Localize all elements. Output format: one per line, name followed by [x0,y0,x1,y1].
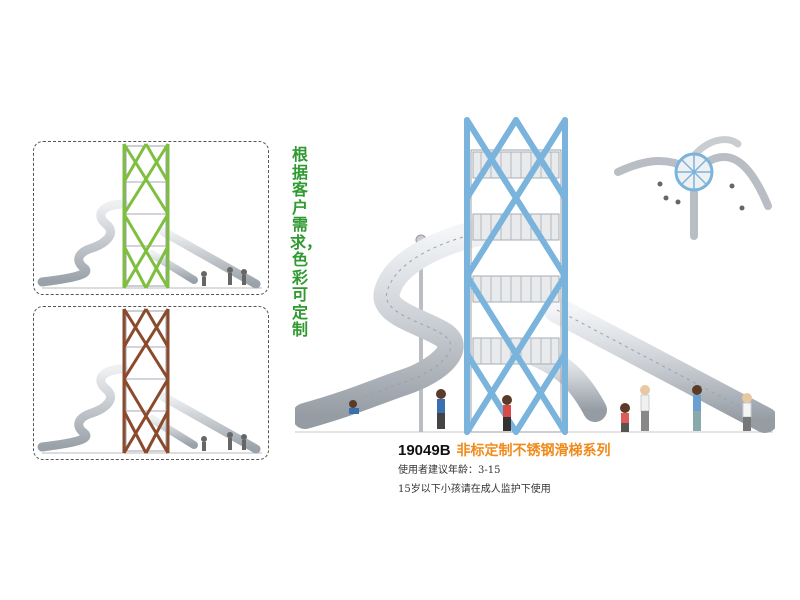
series-title: 非标定制不锈钢滑梯系列 [456,443,611,459]
brown-tower-illustration [37,308,262,454]
model-heading: 19049B 非标定制不锈钢滑梯系列 [398,440,611,460]
top-view-plan [614,136,772,240]
model-code: 19049B [398,442,451,459]
supervision-note: 15岁以下小孩请在成人监护下使用 [398,484,551,495]
age-range: 3-15 [478,465,501,476]
age-recommendation: 使用者建议年龄：3-15 [398,461,500,476]
age-label: 使用者建议年龄： [398,465,478,476]
brown-variant-panel [33,306,269,460]
main-tower-illustration [295,117,775,435]
green-variant-panel [33,141,269,295]
green-tower-illustration [37,143,262,289]
customization-caption: 根据客户需求，色彩可定制 [290,145,323,339]
